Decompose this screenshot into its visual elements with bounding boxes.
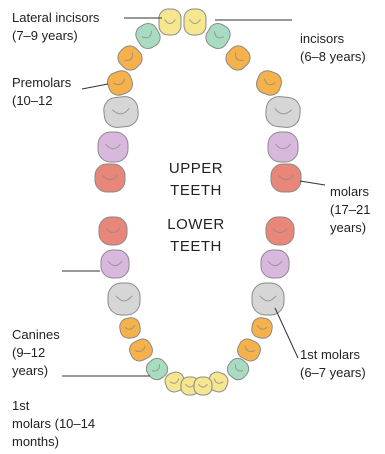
canines-label: Canines (9–12 years): [12, 326, 60, 380]
upper-first-premolar-left: [105, 68, 135, 98]
upper-canine-right: [222, 42, 254, 74]
lateral-incisors-label: Lateral incisors (7–9 years): [12, 9, 99, 45]
lower-first-molar-right: [252, 283, 284, 315]
upper-second-molar-left: [95, 164, 125, 192]
upper-second-premolar-left: [103, 96, 139, 129]
lower-third-molar-right: [266, 217, 294, 245]
lower-third-molar-left: [99, 217, 127, 245]
premolars-label: Premolars (10–12: [12, 74, 71, 110]
lower-second-molar-left: [101, 250, 129, 278]
first-molars-right-label: 1st molars (6–7 years): [300, 346, 366, 382]
molars-label: molars (17–21 years): [330, 183, 370, 237]
first-molars-left-label: 1st molars (10–14 months): [12, 397, 95, 451]
upper-first-molar-right: [268, 132, 298, 162]
lower-premolar-right: [250, 316, 273, 339]
upper-first-premolar-right: [254, 68, 284, 98]
lower-premolar-left: [118, 316, 141, 339]
incisors-label: incisors (6–8 years): [300, 30, 366, 66]
lower-teeth-title: LOWER TEETH: [160, 214, 232, 258]
upper-teeth-title: UPPER TEETH: [160, 158, 232, 202]
upper-lateral-incisor-right: [202, 20, 233, 52]
upper-second-molar-right: [271, 164, 301, 192]
lower-central-incisor-right: [194, 377, 212, 395]
molars-line: [300, 181, 325, 185]
lower-premolar2-left: [127, 336, 155, 363]
lower-first-molar-left: [108, 283, 140, 315]
upper-second-premolar-right: [265, 96, 301, 129]
upper-central-incisor-left: [159, 9, 181, 35]
upper-first-molar-left: [98, 132, 128, 162]
upper-central-incisor-right: [184, 9, 206, 35]
lower-second-molar-right: [261, 250, 289, 278]
upper-canine-left: [114, 42, 146, 74]
premolars-line: [82, 84, 108, 89]
teeth-group: [95, 9, 301, 395]
first-molar-right-line: [275, 308, 298, 358]
